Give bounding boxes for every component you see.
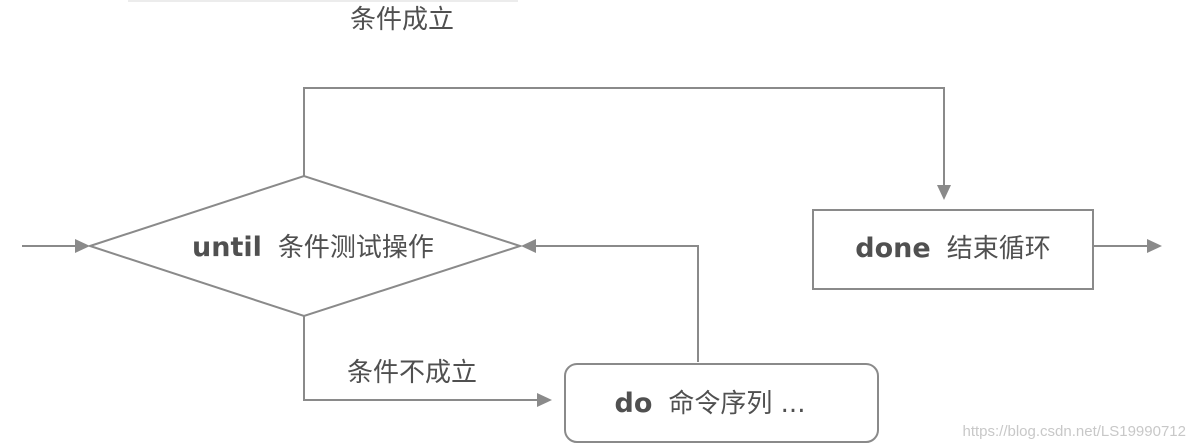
false-branch-arrowhead (537, 393, 552, 407)
true-branch-arrowhead (937, 185, 951, 200)
until-keyword: until (192, 232, 262, 263)
exit-arrowhead (1147, 239, 1162, 253)
false-branch-label: 条件不成立 (347, 358, 477, 388)
done-text: 结束循环 (947, 234, 1051, 264)
done-node-text: done 结束循环 (855, 233, 1050, 264)
done-node (812, 209, 1094, 290)
entry-arrowhead (75, 239, 90, 253)
until-condition-text: 条件测试操作 (278, 233, 434, 263)
do-text: 命令序列 ... (668, 389, 805, 419)
true-branch-edge (303, 87, 945, 186)
loop-back-edge (536, 245, 699, 362)
loop-back-arrowhead (521, 239, 536, 253)
true-branch-label: 条件成立 (350, 5, 454, 35)
do-node (564, 363, 879, 443)
done-keyword: done (855, 233, 930, 264)
do-node-text: do 命令序列 ... (615, 388, 806, 419)
false-branch-edge (303, 316, 538, 401)
watermark-text: https://blog.csdn.net/LS19990712 (962, 423, 1186, 440)
until-decision-node (86, 174, 524, 318)
until-node-text: until 条件测试操作 (192, 232, 434, 263)
do-keyword: do (615, 388, 653, 419)
